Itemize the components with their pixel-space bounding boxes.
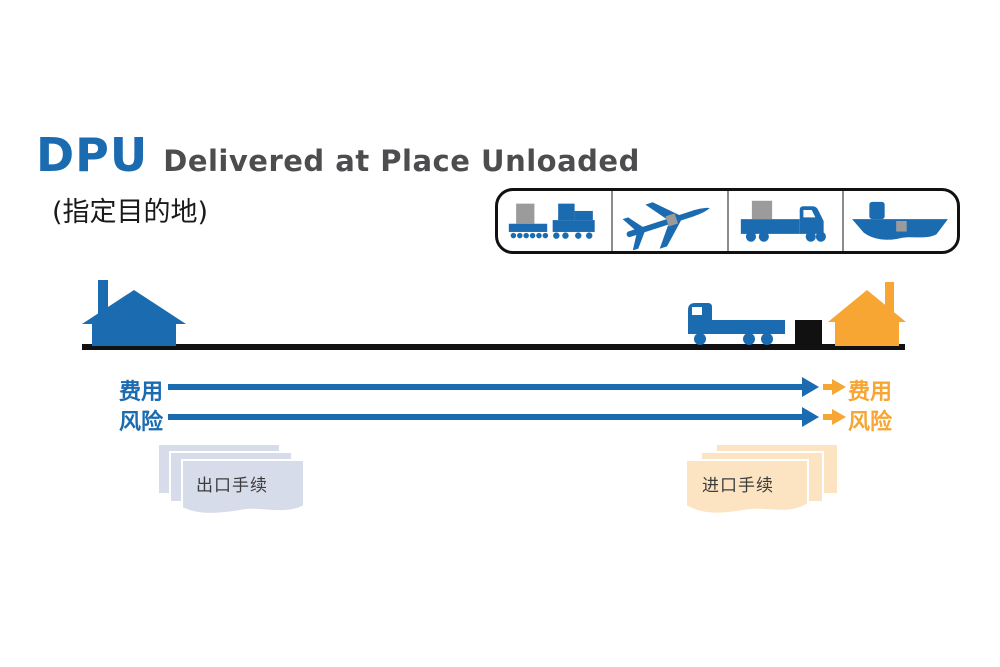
plane-icon xyxy=(622,202,710,250)
ship-icon xyxy=(852,201,949,240)
documents-icon xyxy=(685,443,839,515)
risk-transfer-arrow xyxy=(168,406,846,428)
mode-cell-truck xyxy=(729,191,844,251)
export-documents-stack: 出口手续 xyxy=(157,443,310,524)
mode-cell-plane xyxy=(613,191,729,251)
ground-line xyxy=(82,344,905,350)
risk-arrowhead-blue xyxy=(802,407,819,427)
mode-cell-ship xyxy=(844,191,957,251)
cost-arrowhead-blue xyxy=(802,377,819,397)
mode-cell-train xyxy=(498,191,614,251)
incoterm-subtitle-chinese: (指定目的地) xyxy=(52,197,209,228)
warehouse-icon xyxy=(828,282,906,346)
truck-icon xyxy=(740,200,827,242)
cost-arrow-line xyxy=(168,384,802,390)
import-documents-stack: 进口手续 xyxy=(685,443,839,524)
risk-arrow-orange-tail xyxy=(823,414,832,420)
risk-label-seller: 风险 xyxy=(119,410,164,435)
page-title: DPU Delivered at Place Unloaded xyxy=(36,128,640,182)
documents-icon xyxy=(157,443,305,515)
unloaded-cargo-box-icon xyxy=(795,320,822,345)
transport-modes-box xyxy=(495,188,960,254)
incoterm-abbreviation: DPU xyxy=(36,128,149,182)
risk-arrow-line xyxy=(168,414,802,420)
risk-arrowhead-orange xyxy=(832,409,846,425)
cost-label-seller: 费用 xyxy=(119,380,164,405)
cost-arrowhead-orange xyxy=(832,379,846,395)
incoterm-full-name: Delivered at Place Unloaded xyxy=(163,144,640,178)
factory-icon xyxy=(82,280,186,346)
delivery-truck-icon xyxy=(688,303,785,345)
export-documents-label: 出口手续 xyxy=(196,476,268,496)
cost-arrow-orange-tail xyxy=(823,384,832,390)
risk-label-buyer: 风险 xyxy=(848,410,893,435)
train-icon xyxy=(508,203,595,239)
cost-label-buyer: 费用 xyxy=(848,380,893,405)
import-documents-label: 进口手续 xyxy=(702,476,774,496)
cost-transfer-arrow xyxy=(168,376,846,398)
